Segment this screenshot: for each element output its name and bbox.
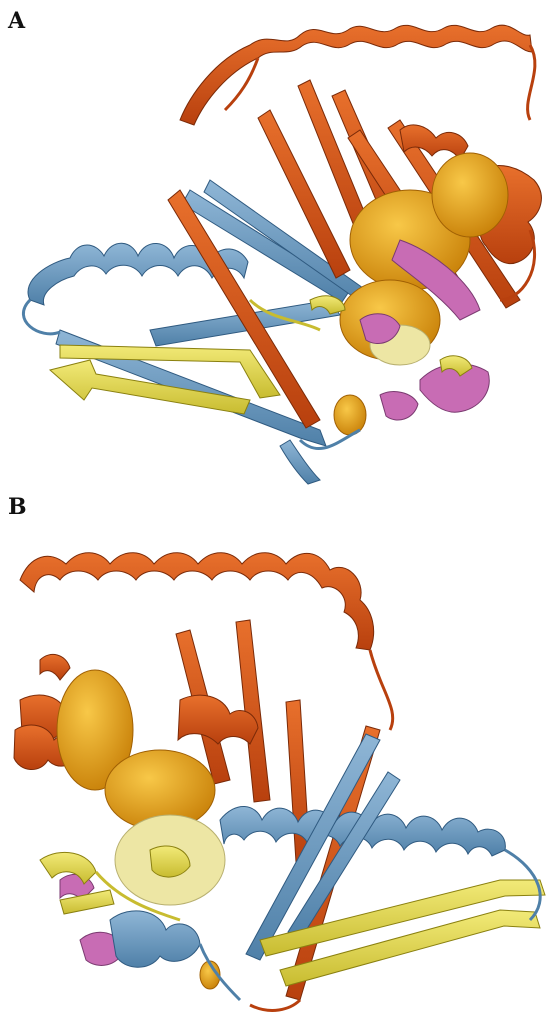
protein-ribbon-a — [0, 0, 557, 490]
protein-ribbon-b — [0, 500, 557, 1021]
orange-helix-top — [180, 25, 532, 125]
orange-helix-top — [20, 553, 374, 650]
protein-structure-panel-b — [0, 500, 557, 1021]
protein-structure-panel-a — [0, 0, 557, 490]
